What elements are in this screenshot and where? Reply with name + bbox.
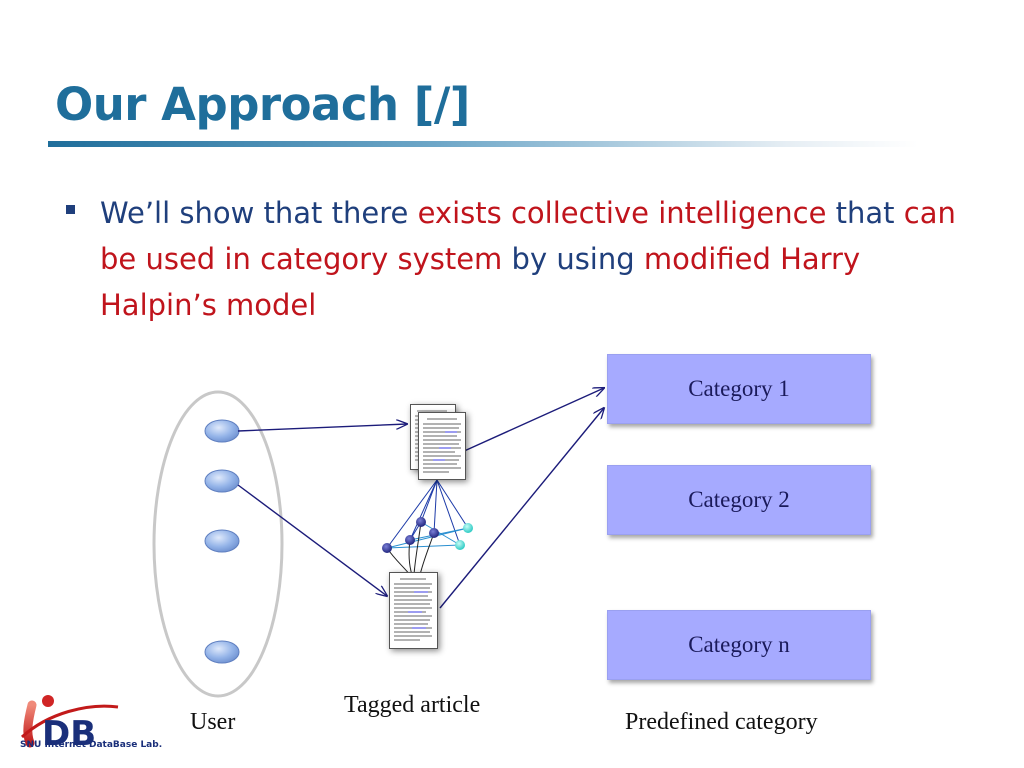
arrow-icon: [237, 424, 407, 432]
predefined-category-label: Predefined category: [625, 709, 818, 735]
tagged-article-label: Tagged article: [344, 692, 481, 718]
user-group-ellipse: [152, 390, 284, 698]
svg-text:DB: DB: [42, 714, 96, 754]
arrow-icon: [237, 484, 387, 596]
user-node: [204, 640, 240, 664]
tag-dot: [429, 528, 439, 538]
category-box-1: Category 1: [607, 354, 871, 424]
user-node: [204, 469, 240, 493]
bullet-highlight-3: modified Harry Halpin’s model: [100, 242, 861, 322]
logo-subtitle: SNU Internet DataBase Lab.: [20, 740, 163, 750]
bullet-highlight-2: can be used in category system: [100, 196, 956, 276]
tag-dot: [382, 543, 392, 553]
tag-graph-icon: [382, 479, 473, 576]
document-icon: [418, 412, 466, 480]
tag-dot: [463, 523, 473, 533]
idb-logo: DB: [20, 695, 119, 754]
arrow-icon: [439, 408, 604, 609]
bullet-highlight-1: exists collective intelligence: [417, 196, 827, 230]
tag-dot: [405, 535, 415, 545]
square-bullet-icon: [66, 205, 75, 214]
document-icon: [389, 572, 438, 649]
slide-title: Our Approach [/]: [55, 78, 470, 131]
tag-dot: [416, 517, 426, 527]
title-underline: [48, 141, 918, 147]
bullet-part-3: that: [826, 196, 904, 230]
category-box-n: Category n: [607, 610, 871, 680]
user-label: User: [190, 709, 236, 735]
arrow-icon: [461, 388, 604, 453]
user-node: [204, 529, 240, 553]
user-node: [204, 419, 240, 443]
tag-dot: [455, 540, 465, 550]
bullet-part-1: We’ll show that there: [100, 196, 418, 230]
category-box-2: Category 2: [607, 465, 871, 535]
bullet-part-5: by using: [502, 242, 644, 276]
bullet-text: We’ll show that there exists collective …: [100, 190, 960, 328]
